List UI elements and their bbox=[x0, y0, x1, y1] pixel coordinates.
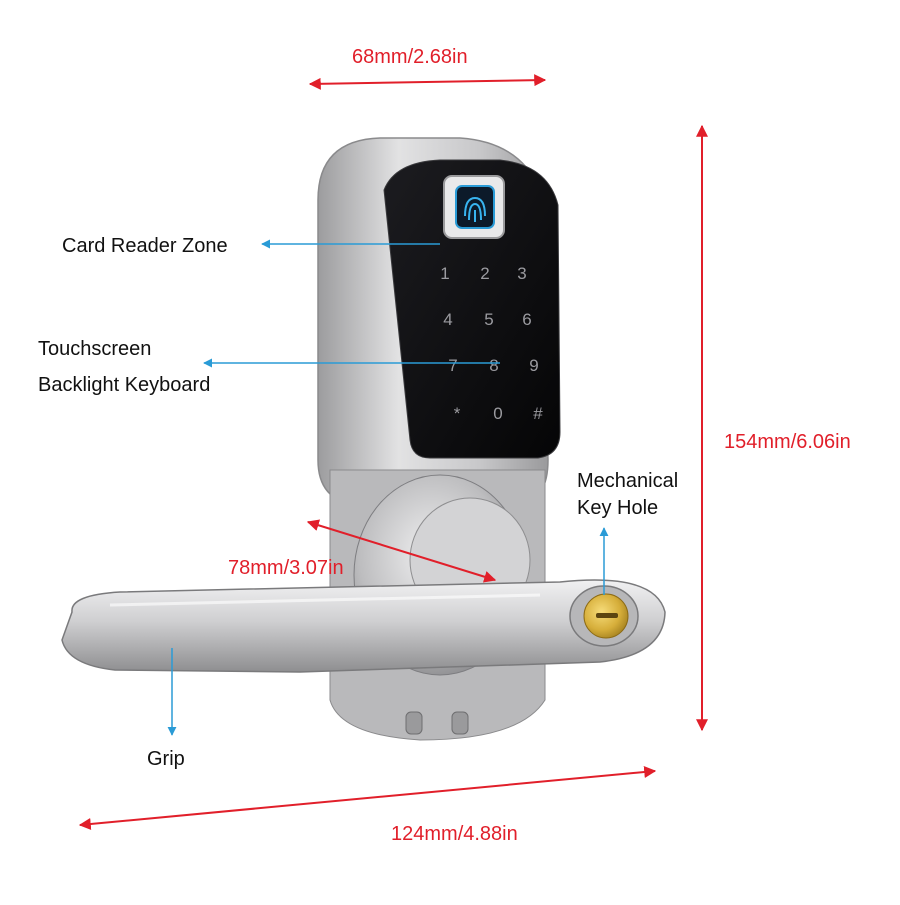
keyhole-label-line2: Key Hole bbox=[577, 497, 659, 519]
backset-arrow bbox=[306, 519, 497, 583]
keypad-key[interactable]: 5 bbox=[484, 310, 493, 329]
keypad-key[interactable]: 0 bbox=[493, 404, 502, 423]
bottom-screws bbox=[405, 711, 469, 735]
keypad-key[interactable]: 8 bbox=[489, 356, 498, 375]
keypad-key[interactable]: 9 bbox=[529, 356, 538, 375]
keyboard-label-line1: Touchscreen bbox=[38, 338, 152, 360]
keypad-key[interactable]: 7 bbox=[448, 356, 457, 375]
keypad-key[interactable]: 6 bbox=[522, 310, 531, 329]
keypad-key[interactable]: 2 bbox=[480, 264, 489, 283]
touch-panel bbox=[383, 159, 561, 459]
keypad-key[interactable]: 1 bbox=[440, 264, 449, 283]
keypad-key[interactable]: 3 bbox=[517, 264, 526, 283]
keyboard-label-line2: Backlight Keyboard bbox=[38, 374, 211, 396]
top-width-arrow bbox=[308, 74, 547, 90]
lever-handle[interactable] bbox=[61, 579, 666, 673]
keypad-key[interactable]: 4 bbox=[443, 310, 452, 329]
keyhole-label-line1: Mechanical bbox=[577, 470, 679, 492]
fingerprint-sensor-icon bbox=[443, 175, 505, 239]
lever-length-label: 124mm/4.88in bbox=[391, 823, 518, 845]
backset-label: 78mm/3.07in bbox=[228, 557, 344, 579]
dimension-arrows bbox=[78, 74, 708, 830]
top-width-label: 68mm/2.68in bbox=[352, 46, 468, 68]
key-cylinder bbox=[569, 585, 639, 647]
card-reader-label: Card Reader Zone bbox=[62, 235, 228, 257]
callout-arrows bbox=[167, 239, 609, 736]
keypad: 1 2 3 4 5 6 7 8 9 * 0 # bbox=[440, 264, 543, 423]
grip-label: Grip bbox=[147, 748, 185, 770]
height-label: 154mm/6.06in bbox=[724, 431, 851, 453]
keypad-key[interactable]: * bbox=[454, 404, 461, 423]
lever-length-arrow bbox=[78, 766, 657, 830]
keypad-key[interactable]: # bbox=[533, 404, 543, 423]
